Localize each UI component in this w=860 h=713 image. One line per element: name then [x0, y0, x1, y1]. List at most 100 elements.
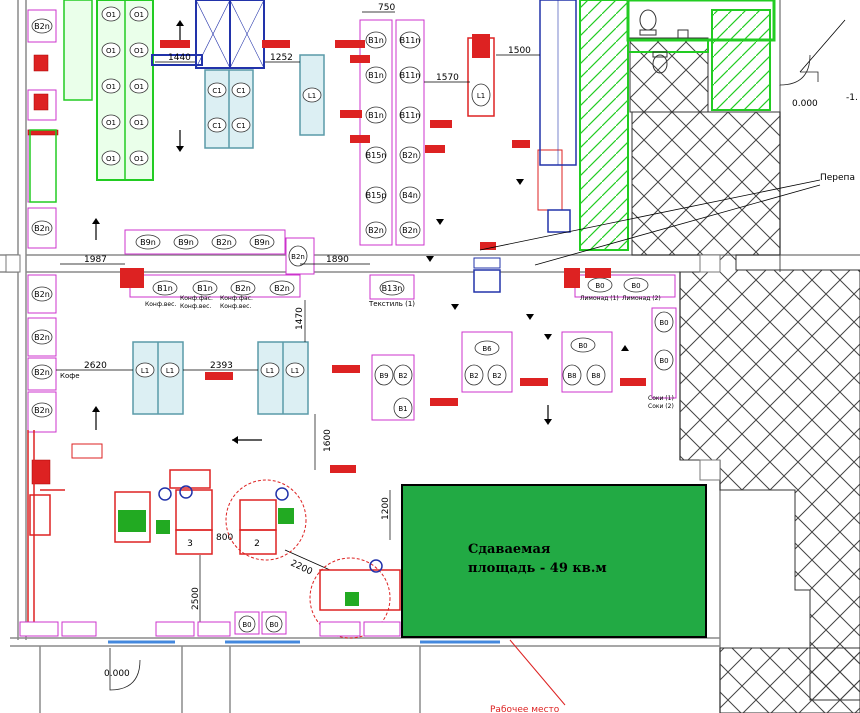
module-label: O1 — [106, 47, 116, 55]
left-bottom-rack — [27, 430, 65, 630]
dim-label: 1570 — [436, 73, 459, 83]
rental-area-subtitle: площадь - 49 кв.м — [468, 561, 607, 576]
module-label: C1 — [212, 122, 221, 130]
module-label: C1 — [212, 87, 221, 95]
module-label: O1 — [106, 83, 116, 91]
dim-label: 800 — [216, 533, 233, 543]
sk2-label: Соки (2) — [648, 403, 674, 410]
left-red-equipment — [27, 54, 59, 485]
konf-label: Конф.фас. — [220, 295, 253, 302]
dim-label: 1200 — [381, 497, 391, 520]
dim-label: 1600 — [323, 429, 333, 452]
produce-shelf-labels: O1 O1 O1 O1 O1 O1 O1 O1 O1 O1 — [101, 6, 149, 166]
module-label: B2n — [368, 226, 384, 235]
teal-freezers — [132, 54, 325, 415]
dim-label: 2393 — [210, 361, 233, 371]
module-label: B0 — [631, 282, 640, 290]
red-equipment: L1 — [120, 34, 580, 293]
module-label: B2n — [34, 333, 50, 342]
module-label: B9 — [379, 372, 388, 380]
module-label: B2n — [34, 224, 50, 233]
module-label: B13n — [382, 284, 403, 293]
module-label: B2n — [34, 406, 50, 415]
dim-label: 1890 — [326, 255, 349, 265]
blue-tall-unit — [539, 0, 577, 166]
dim-label: 1987 — [84, 255, 107, 265]
module-label: B11n — [400, 111, 421, 120]
bottom-zero-markers: B0 B0 — [238, 615, 283, 633]
module-label: B2n — [402, 151, 418, 160]
module-label: C1 — [236, 122, 245, 130]
checkout-green-baskets — [118, 508, 359, 606]
dim-label: 1440 — [168, 53, 191, 63]
perepad-label: Перепа — [820, 173, 855, 183]
module-label: B0 — [269, 621, 278, 629]
door-swings — [109, 50, 819, 691]
blue-chiller-cross — [195, 0, 265, 69]
module-label: B1n — [157, 284, 173, 293]
module-label: B6 — [482, 345, 492, 353]
teal-freezer-labels: C1 C1 C1 C1 L1 L1 L1 L1 L1 — [135, 82, 322, 378]
red-tags — [71, 40, 646, 473]
module-label: O1 — [134, 11, 144, 19]
lim2-label: Лимонад (2) — [622, 295, 661, 302]
module-label: B0 — [242, 621, 251, 629]
module-label: O1 — [134, 47, 144, 55]
module-label: B0 — [595, 282, 604, 290]
module-label: B2n — [34, 290, 50, 299]
module-label: O1 — [134, 119, 144, 127]
checkout-number: 2 — [254, 539, 260, 549]
module-label: B15p — [366, 191, 387, 200]
module-label: L1 — [141, 367, 149, 375]
konf-label: Конф.вес. — [145, 301, 176, 308]
left-fridge — [29, 129, 57, 203]
konf-label: Конф.вес. — [180, 303, 211, 310]
module-label: L1 — [308, 92, 316, 100]
dim-label: 1252 — [270, 53, 293, 63]
module-label: L1 — [166, 367, 174, 375]
module-label: L1 — [477, 92, 485, 100]
module-label: B1n — [197, 284, 213, 293]
sk-label: Соки (1) — [648, 395, 674, 402]
module-label: B2n — [34, 368, 50, 377]
dim-label: 750 — [378, 3, 395, 13]
elev-label: 0.000 — [104, 669, 130, 679]
dim-label: 2620 — [84, 361, 107, 371]
kofe-label: Кофе — [60, 372, 80, 380]
module-label: L1 — [266, 367, 274, 375]
module-label: L1 — [291, 367, 299, 375]
module-label: B2 — [469, 372, 478, 380]
module-label: O1 — [134, 83, 144, 91]
module-label: B8 — [567, 372, 576, 380]
module-label: B1n — [368, 111, 384, 120]
hatched-areas — [629, 37, 860, 713]
module-label: B9n — [178, 238, 194, 247]
module-label: B0 — [578, 342, 587, 350]
module-label: O1 — [106, 11, 116, 19]
bottom-wall-shelves — [19, 611, 401, 637]
dimension-lines — [56, 11, 540, 635]
elev-label: 0.000 — [792, 99, 818, 109]
dimension-values: 1440 1252 750 1500 1570 1987 1890 1470 2… — [84, 3, 858, 679]
module-label: B1n — [368, 71, 384, 80]
rabochee-leader — [509, 639, 566, 706]
module-label: B11n — [400, 71, 421, 80]
module-label: B2n — [291, 253, 305, 261]
rental-area: Сдаваемая площадь - 49 кв.м — [401, 484, 707, 638]
module-label: B15n — [366, 151, 387, 160]
dim-label: 2500 — [191, 587, 201, 610]
module-label: O1 — [106, 119, 116, 127]
rabochee-label: Рабочее место — [490, 705, 560, 713]
module-label: B2n — [216, 238, 232, 247]
elev-label: -1. — [846, 93, 858, 103]
module-label: B2n — [274, 284, 290, 293]
lim1-label: Лимонад (1) — [580, 295, 619, 302]
checkout-number: 3 — [187, 539, 193, 549]
module-label: B9n — [140, 238, 156, 247]
leader-lines — [479, 19, 846, 266]
textile-label: Текстиль (1) — [368, 300, 415, 308]
green-stair-area — [579, 0, 776, 251]
module-label: O1 — [106, 155, 116, 163]
